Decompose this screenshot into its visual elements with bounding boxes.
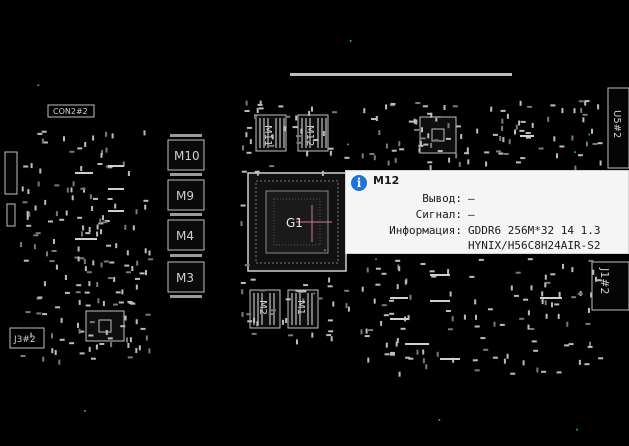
m12-label: M12 [304, 125, 315, 146]
tooltip-value-signal: — [468, 208, 475, 221]
tooltip-value-info-extra: HYNIX/H56C8H24AIR-S2 [468, 239, 601, 252]
tooltip-key-pin: Вывод: [422, 192, 462, 205]
m2-label: M2 [257, 300, 268, 315]
g1-label: G1 [286, 216, 303, 230]
m11-label: M11 [262, 125, 273, 146]
m4-label: M4 [176, 229, 194, 243]
left-connector-strips [4, 151, 18, 227]
con2-outline [47, 104, 95, 118]
right-connectors [591, 87, 629, 311]
memory-chip-pads-left [170, 134, 202, 298]
m3-label: M3 [176, 271, 194, 285]
tooltip-key-signal: Сигнал: [415, 208, 462, 221]
info-icon: i [351, 175, 367, 191]
memory-chips-left [167, 139, 205, 293]
tooltip-title: M12 [373, 174, 400, 187]
top-trace [290, 73, 512, 76]
m9-label: M9 [176, 189, 194, 203]
j1-label: J1#2 [598, 267, 611, 294]
memory-chip-balls-bottom [253, 293, 313, 325]
j3-outline [9, 327, 45, 349]
tooltip-value-pin: — [468, 192, 475, 205]
tooltip-key-info: Информация: [389, 224, 462, 237]
u-label: U5#2 [611, 110, 622, 138]
smd-components [20, 100, 604, 377]
gpu-package[interactable] [247, 172, 347, 272]
m10-label: M10 [174, 149, 200, 163]
con2-label: CON2#2 [53, 107, 88, 116]
regulator-cluster [85, 116, 457, 342]
component-info-tooltip: i M12 Вывод: — Сигнал: — Информация: GDD… [345, 170, 629, 254]
j3-label: J3#2 [13, 335, 36, 345]
tooltip-value-info: GDDR6 256M*32 14 1.3 [468, 224, 601, 237]
m1-label: M1 [295, 300, 306, 315]
